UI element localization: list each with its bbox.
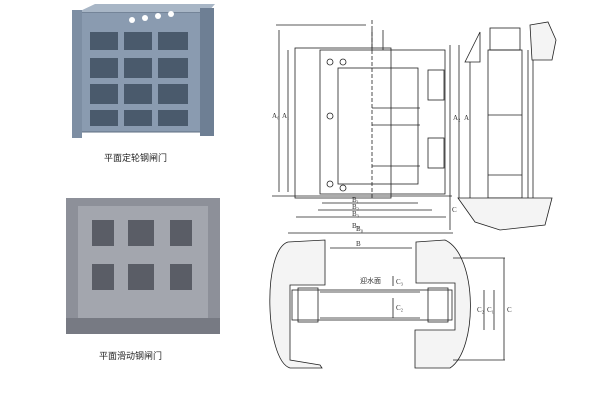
front-elevation-drawing (272, 20, 452, 230)
svg-text:C₃: C₃ (396, 278, 404, 286)
side-section-drawing (457, 21, 557, 231)
plan-view-labels: B₀ B 迎水面 C₃ C₂ C₂ C₁ C (356, 225, 512, 314)
fixed-wheel-gate-caption: 平面定轮钢闸门 (104, 154, 168, 164)
svg-text:B₃: B₃ (352, 210, 360, 218)
svg-text:C: C (452, 206, 457, 214)
plan-view-drawing (269, 232, 505, 369)
svg-text:C₂: C₂ (477, 306, 485, 314)
side-section-labels: A₂ A C (452, 114, 469, 214)
svg-text:A₁: A₁ (282, 112, 290, 120)
svg-text:A: A (464, 114, 469, 122)
sliding-gate-caption: 平面滑动钢闸门 (99, 352, 163, 362)
svg-text:B₂: B₂ (352, 203, 360, 211)
svg-text:A₂: A₂ (453, 114, 461, 122)
svg-text:B₀: B₀ (356, 225, 364, 233)
sliding-gate-photo (66, 198, 220, 334)
svg-text:迎水面: 迎水面 (360, 276, 381, 285)
svg-text:C₂: C₂ (396, 304, 404, 312)
svg-text:C: C (507, 306, 512, 314)
svg-text:A₀: A₀ (272, 112, 280, 120)
svg-text:B₀: B₀ (352, 222, 360, 230)
front-elevation-labels: A₀ A₁ B₁ B₂ B₃ B₀ (272, 112, 360, 230)
fixed-wheel-gate-photo (72, 4, 215, 138)
svg-text:C₁: C₁ (487, 306, 494, 314)
svg-text:B: B (356, 240, 361, 248)
svg-text:B₁: B₁ (352, 196, 359, 204)
